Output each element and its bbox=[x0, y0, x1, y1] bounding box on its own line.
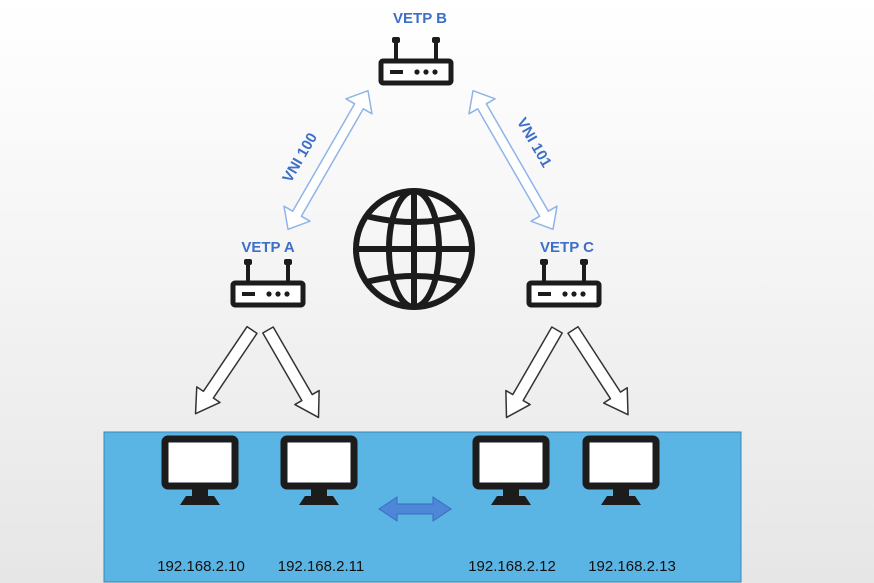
vtep-b-label: VETP B bbox=[393, 10, 447, 27]
lan-double-arrow bbox=[378, 496, 452, 522]
vni-101-link-arrow bbox=[468, 89, 558, 231]
downlink-arrows bbox=[194, 325, 629, 419]
globe-icon bbox=[353, 188, 475, 310]
vtep-a-label: VETP A bbox=[241, 239, 295, 256]
downlink-arrow-c-2 bbox=[567, 325, 629, 416]
router-icon-vtep-c bbox=[529, 259, 599, 305]
host-ip-2: 192.168.2.11 bbox=[278, 558, 364, 575]
vtep-c-label: VETP C bbox=[540, 239, 594, 256]
downlink-arrow-a-2 bbox=[262, 326, 320, 419]
host-ip-1: 192.168.2.10 bbox=[157, 558, 245, 575]
router-icon-vtep-a bbox=[233, 259, 303, 305]
downlink-arrow-c-1 bbox=[505, 326, 563, 419]
host-ip-3: 192.168.2.12 bbox=[468, 558, 556, 575]
host-ip-4: 192.168.2.13 bbox=[588, 558, 676, 575]
downlink-arrow-a-1 bbox=[194, 325, 258, 415]
vni-100-link-arrow bbox=[283, 89, 373, 231]
router-icon-vtep-b bbox=[381, 37, 451, 83]
